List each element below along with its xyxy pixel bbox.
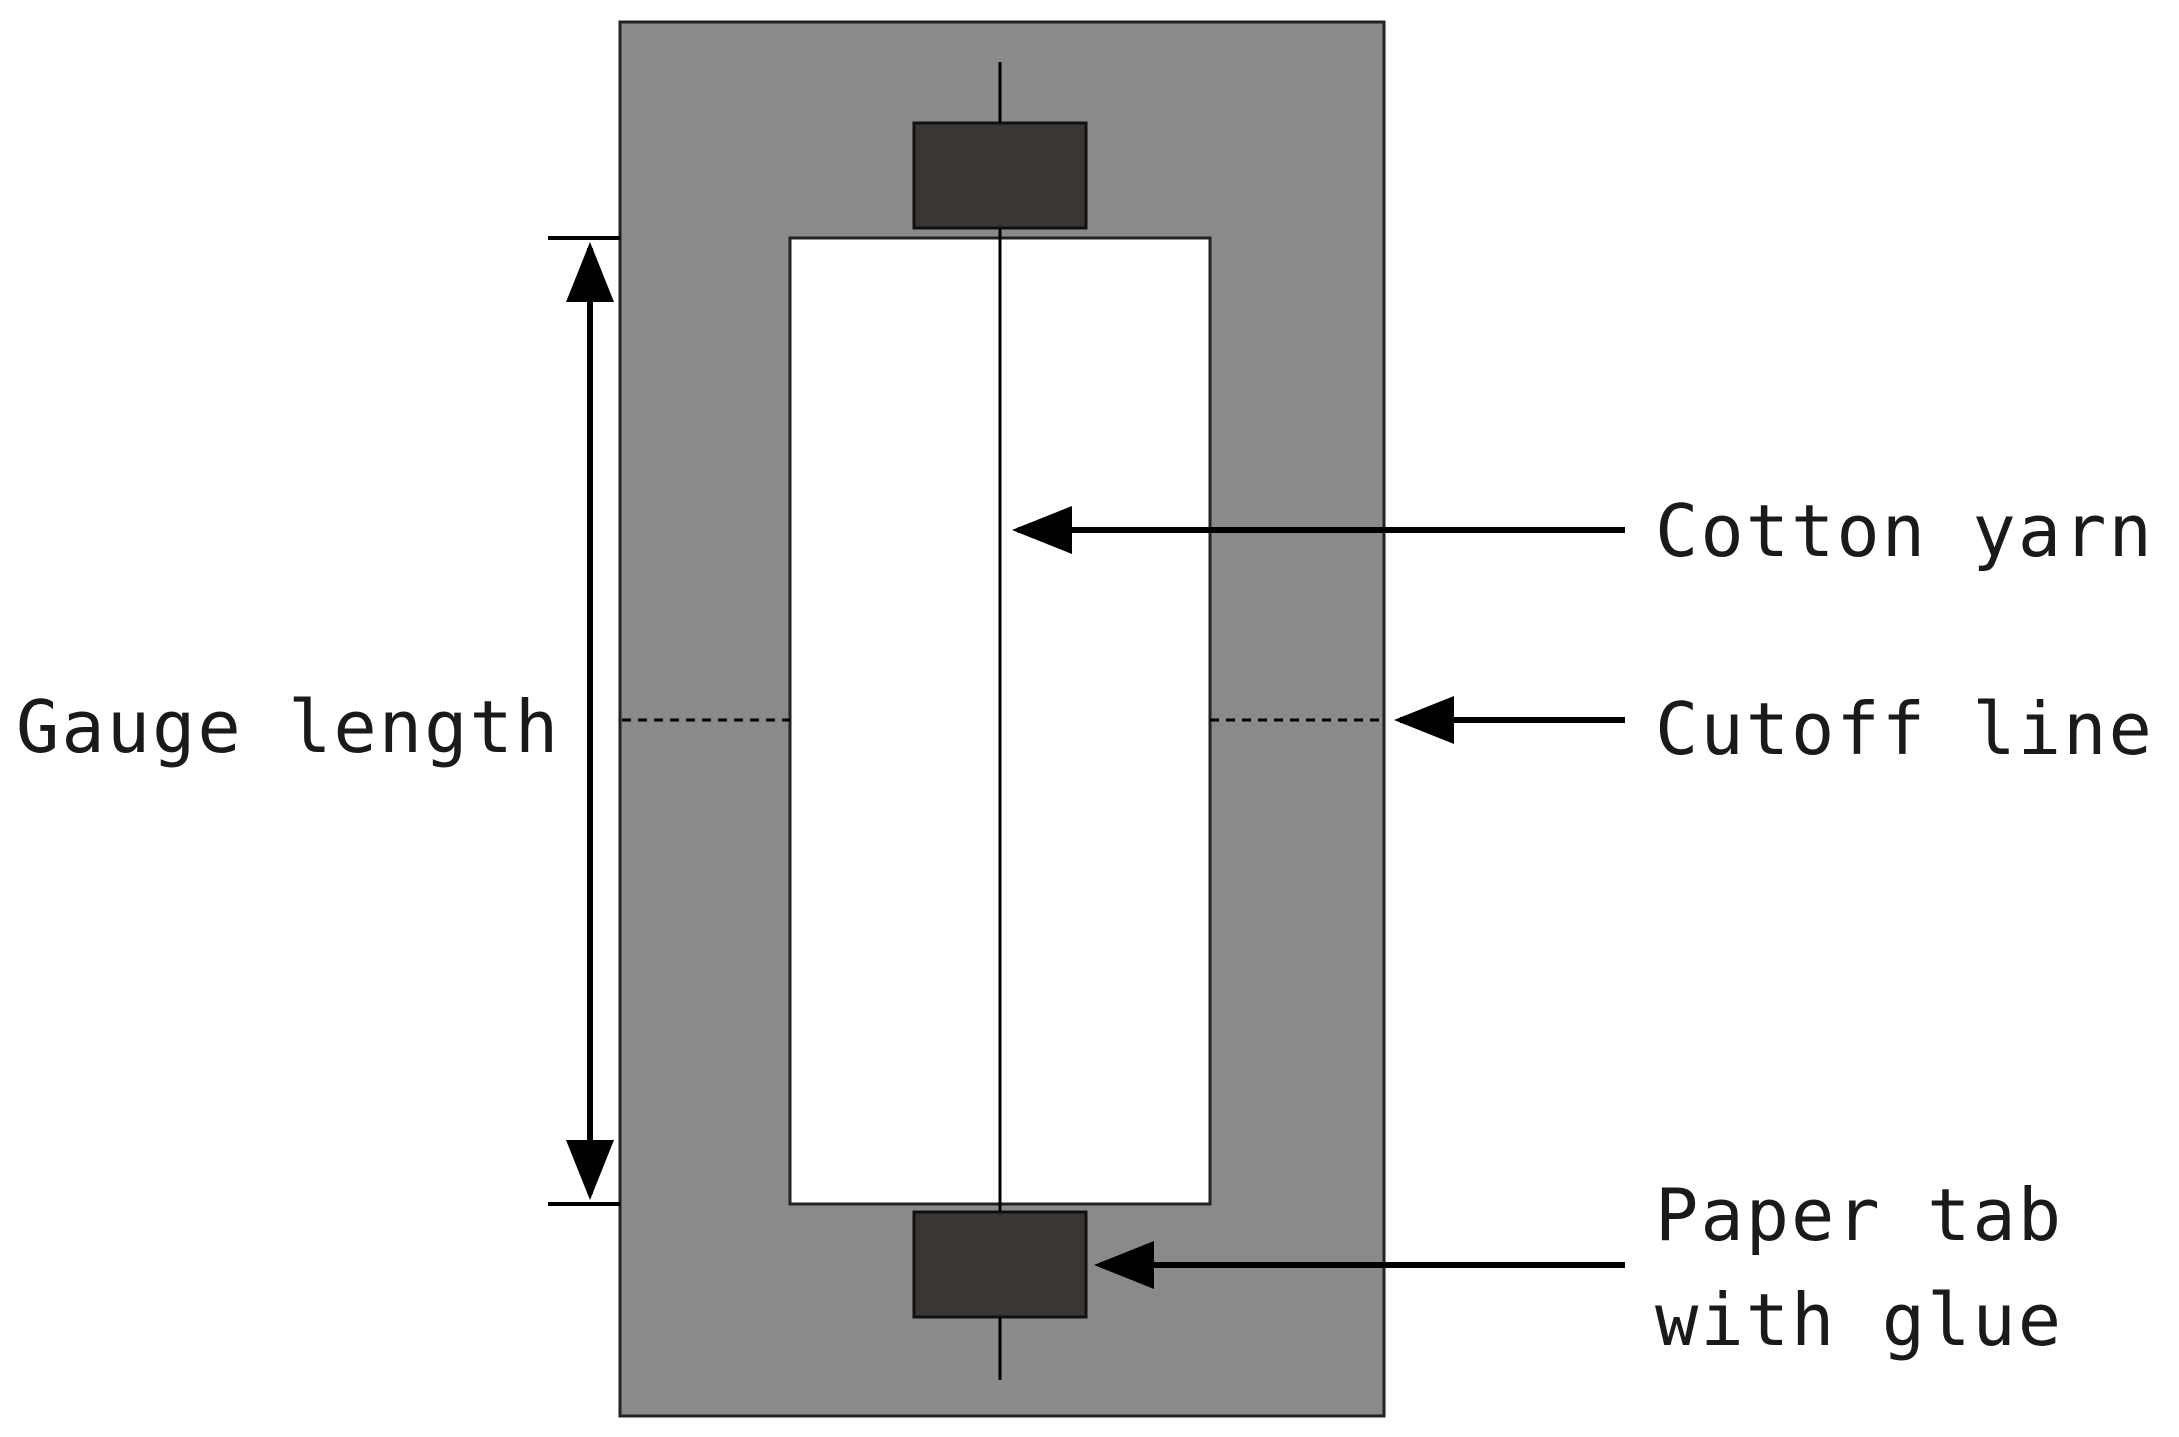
cutoff-line-label: Cutoff line [1655,687,2154,771]
gauge-length-label: Gauge length [16,685,560,769]
bottom-paper-tab [912,1210,1088,1319]
top-paper-tab [912,121,1088,230]
cotton-yarn-label: Cotton yarn [1655,489,2154,573]
paper-tab-label-line2: with glue [1655,1278,2063,1362]
paper-tab-label-line1: Paper tab [1655,1173,2063,1257]
